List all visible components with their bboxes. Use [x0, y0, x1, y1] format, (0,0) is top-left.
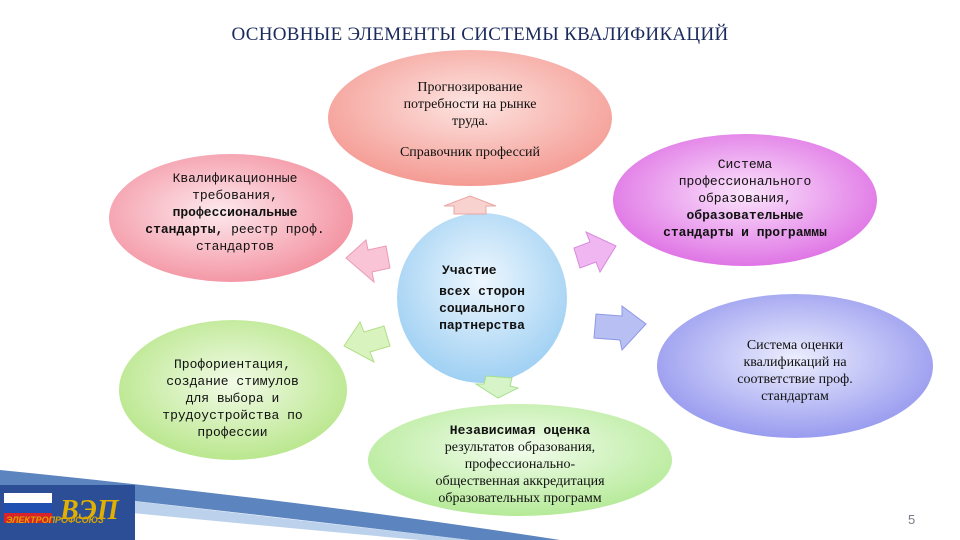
- right-top-text: Система профессионального образования, о…: [650, 156, 840, 241]
- bottom-line: профессионально-: [464, 457, 576, 472]
- center-circle: [397, 213, 567, 383]
- arrow-down: [474, 375, 520, 399]
- right-top-ellipse: [613, 134, 877, 266]
- left-bottom-line: профессии: [197, 425, 268, 440]
- left-top-line: Квалификационные: [172, 171, 298, 186]
- right-bottom-line: стандартам: [761, 389, 829, 404]
- right-bottom-line: соответствие проф.: [737, 372, 853, 387]
- center-line: социального: [439, 301, 525, 316]
- bottom-line: образовательных программ: [438, 491, 602, 506]
- left-top-line: требования,: [192, 188, 278, 203]
- bottom-line: общественная аккредитация: [435, 474, 605, 489]
- right-top-line: Система: [717, 157, 773, 172]
- slide-title: ОСНОВНЫЕ ЭЛЕМЕНТЫ СИСТЕМЫ КВАЛИФИКАЦИЙ: [231, 24, 729, 45]
- right-bottom-line: Система оценки: [746, 338, 844, 353]
- center-line: всех сторон: [439, 284, 525, 299]
- arrow-left-down: [343, 320, 391, 364]
- logo-caption: ЭЛЕКТРОПРОФСОЮЗ: [6, 515, 104, 525]
- bottom-text: Независимая оценка результатов образован…: [410, 422, 630, 507]
- right-top-line: стандарты и программы: [663, 225, 827, 240]
- logo-icon: ВЭП: [0, 485, 135, 540]
- bottom-line: результатов образования,: [444, 440, 596, 455]
- left-top-bold: стандарты,: [145, 222, 224, 237]
- left-bottom-line: Профориентация,: [173, 357, 292, 372]
- right-top-line: образовательные: [686, 208, 804, 223]
- left-top-text: Квалификационные требования, профессиона…: [130, 170, 340, 255]
- arrow-right-down: [593, 305, 647, 352]
- page-number: 5: [908, 512, 916, 527]
- right-top-line: образования,: [698, 191, 792, 206]
- arrow-right-up: [573, 231, 617, 274]
- top-line: Прогнозирование: [417, 80, 523, 95]
- right-bottom-text: Система оценки квалификаций на соответст…: [700, 337, 890, 405]
- left-top-ellipse: [109, 154, 353, 282]
- left-bottom-line: трудоустройства по: [162, 408, 303, 423]
- left-top-line: профессиональные: [172, 205, 298, 220]
- bottom-ellipse: [368, 404, 672, 516]
- left-top-line: стандарты, реестр проф.: [130, 221, 340, 238]
- left-bottom-text: Профориентация, создание стимулов для вы…: [140, 356, 325, 441]
- left-bottom-line: для выбора и: [185, 391, 280, 406]
- top-text: Прогнозирование потребности на рынке тру…: [370, 79, 570, 130]
- center-line: партнерства: [439, 318, 525, 333]
- center-line: Участие: [442, 263, 497, 278]
- top-line: труда.: [451, 114, 489, 129]
- right-top-line: профессионального: [678, 174, 812, 189]
- right-bottom-ellipse: [657, 294, 933, 438]
- arrow-up: [443, 195, 497, 215]
- bottom-line: Независимая оценка: [449, 423, 591, 438]
- top-line: потребности на рынке: [403, 97, 537, 112]
- right-bottom-line: квалификаций на: [743, 355, 847, 370]
- left-top-normal: реестр проф.: [223, 222, 325, 237]
- arrow-left-up: [345, 239, 391, 284]
- center-text: Участие всех сторон социального партнерс…: [412, 262, 552, 334]
- logo-text: ВЭП: [59, 495, 120, 526]
- left-bottom-line: создание стимулов: [166, 374, 299, 389]
- left-bottom-ellipse: [119, 320, 347, 460]
- top-ellipse: [328, 50, 612, 186]
- left-top-line: стандартов: [195, 239, 274, 254]
- top-sub-text: Справочник профессий: [399, 145, 541, 160]
